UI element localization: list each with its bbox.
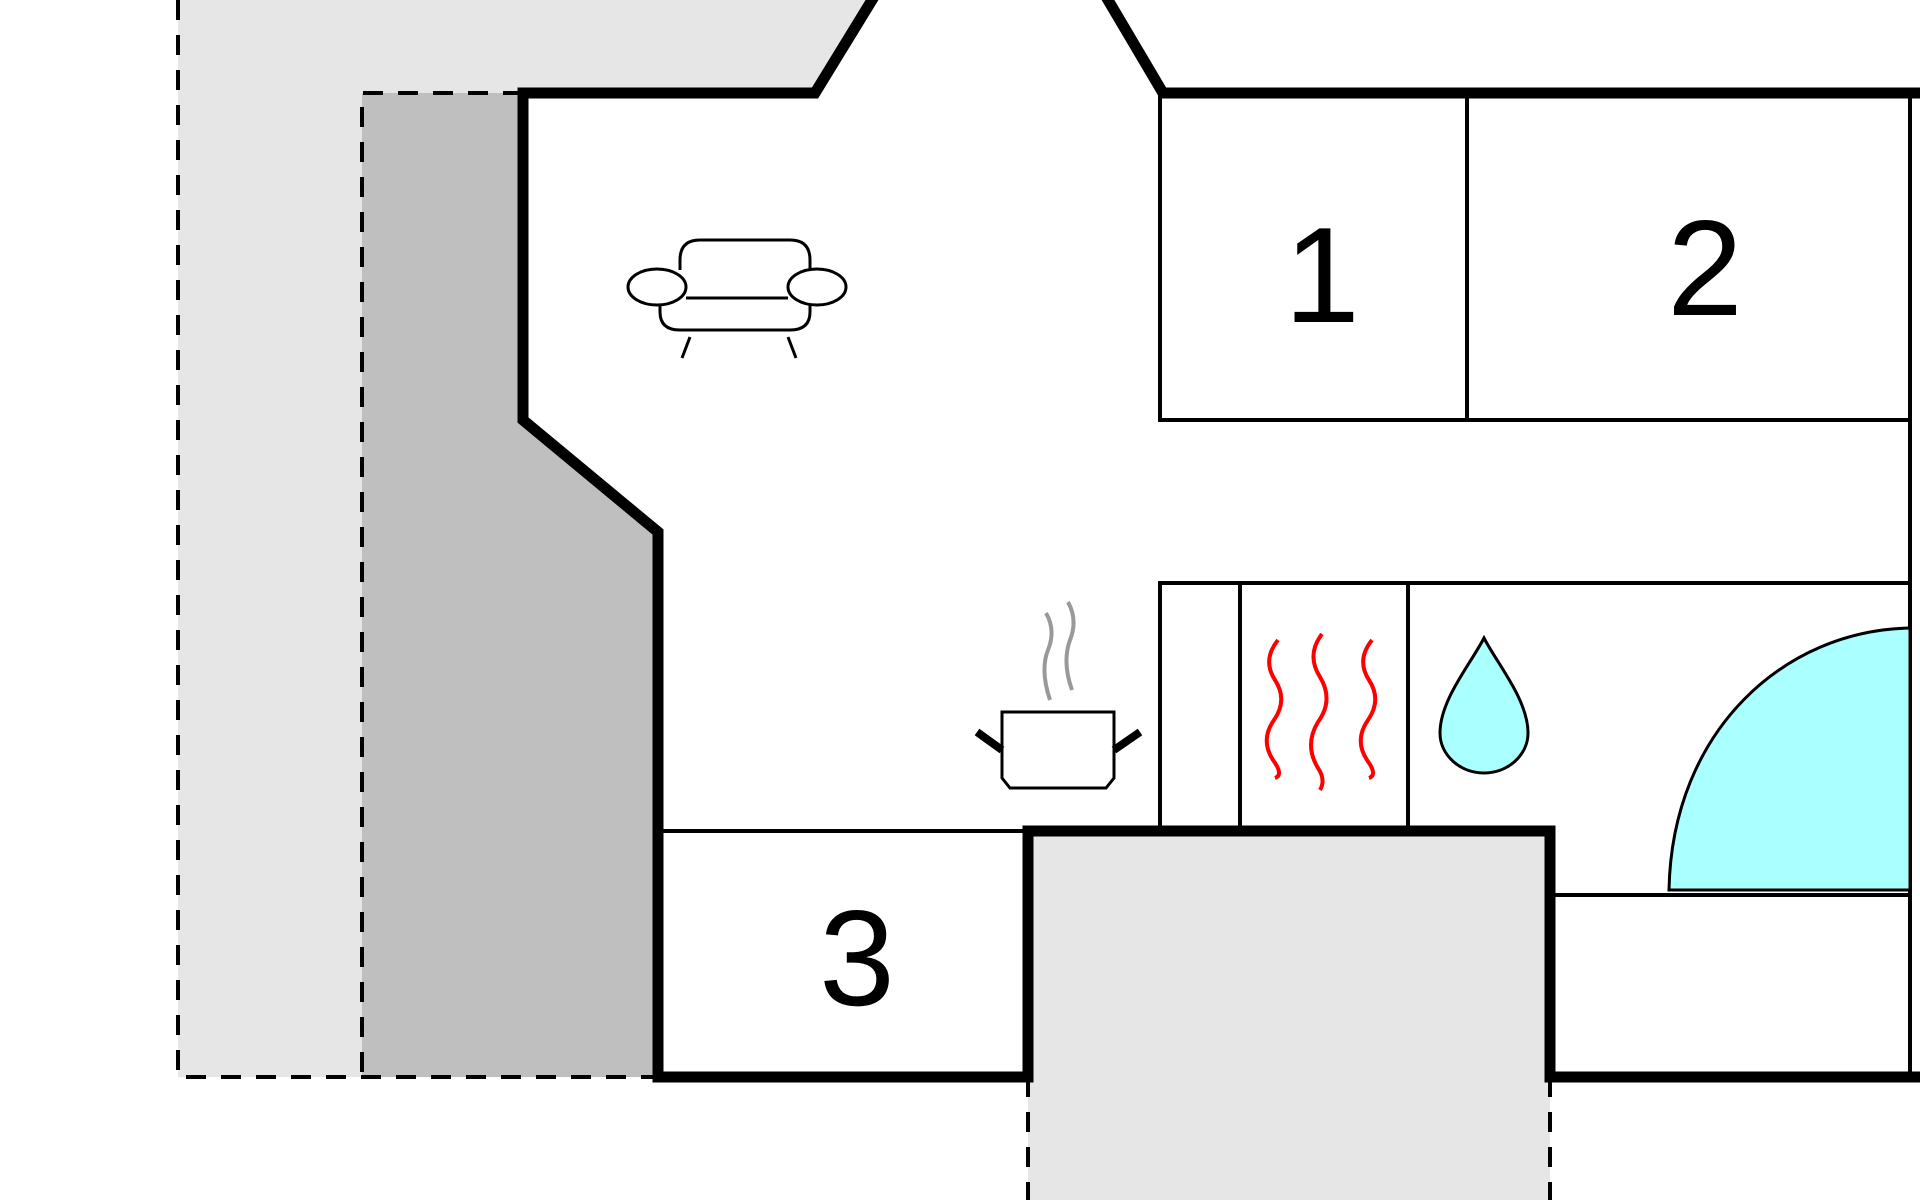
covered-terrace-dashed-outline [360,91,523,1077]
exterior-wall-right-top [1101,0,1920,99]
covered-terrace [362,93,658,1077]
outdoor-terrace-bottom [1028,831,1550,1200]
terrace-dashed-outline [176,0,658,1079]
water-drop-icon [1438,634,1530,775]
hot-tub-icon [1667,626,1912,892]
exterior-wall [517,0,1920,1083]
sofa-icon [626,238,848,359]
heating-icon [1264,632,1378,792]
room-3-label: 3 [819,882,895,1034]
cooking-pot-icon [974,601,1143,790]
room-2-label: 2 [1667,192,1743,344]
room-1-label: 1 [1284,199,1360,351]
kitchen-counter [1158,581,1910,831]
